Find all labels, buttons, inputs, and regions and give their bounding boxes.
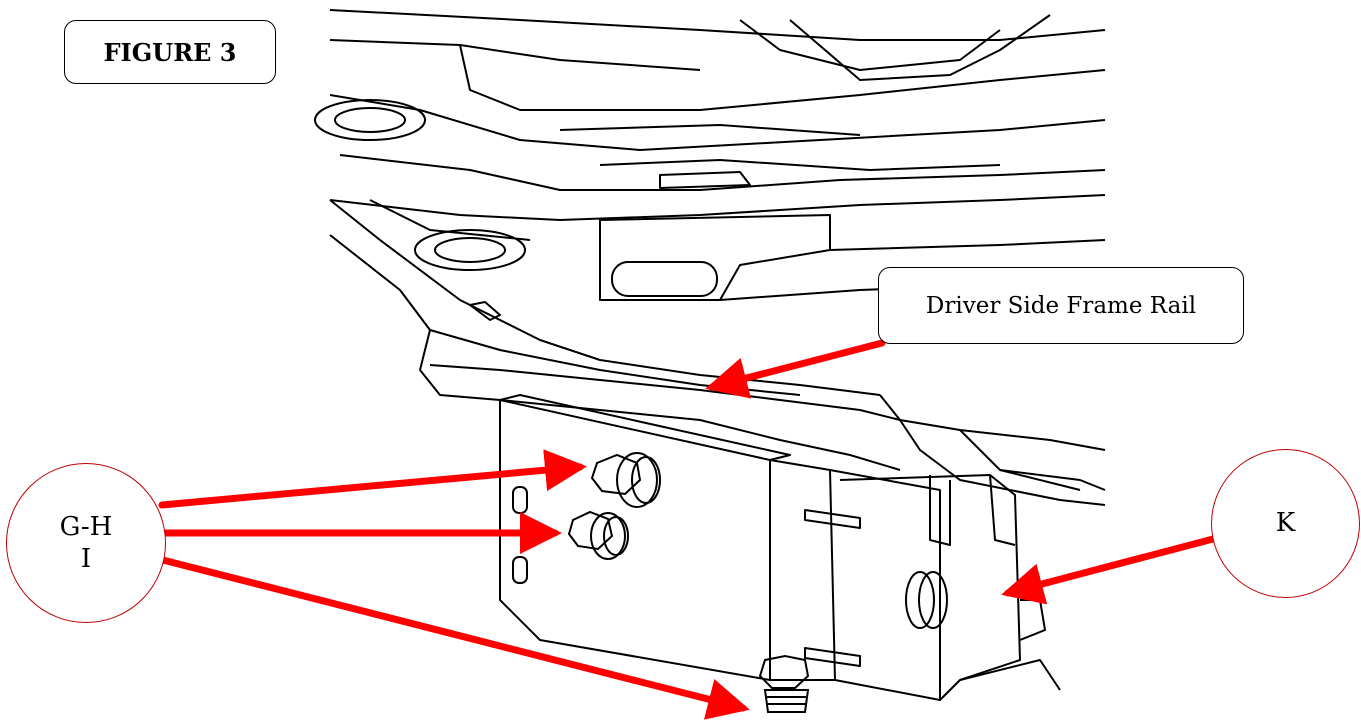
mounting-plate xyxy=(499,394,791,681)
arrow-to-bolt-g-h xyxy=(158,449,587,509)
callout-arrows xyxy=(151,339,1217,720)
upper-frame-structure xyxy=(314,9,1106,301)
receiver-body xyxy=(769,459,1061,701)
callout-k-text: K xyxy=(1275,508,1296,539)
frame-rail-label: Driver Side Frame Rail xyxy=(878,267,1244,344)
frame-rail-outline xyxy=(329,199,1106,506)
arrow-to-frame-rail xyxy=(705,339,886,399)
callout-g-h-i: G-H I xyxy=(6,463,166,623)
frame-rail-label-text: Driver Side Frame Rail xyxy=(925,292,1197,319)
bolt-i xyxy=(567,510,629,560)
callout-i-line2: I xyxy=(80,544,92,574)
bolt-g-h xyxy=(590,452,661,508)
figure-title: FIGURE 3 xyxy=(64,20,276,84)
bottom-bolt xyxy=(758,654,810,713)
callout-g-h-line1: G-H xyxy=(59,511,113,542)
figure-title-text: FIGURE 3 xyxy=(103,37,237,67)
arrow-to-part-k xyxy=(1001,535,1217,605)
arrow-to-bottom-bolt xyxy=(151,554,750,720)
callout-k: K xyxy=(1211,449,1360,598)
